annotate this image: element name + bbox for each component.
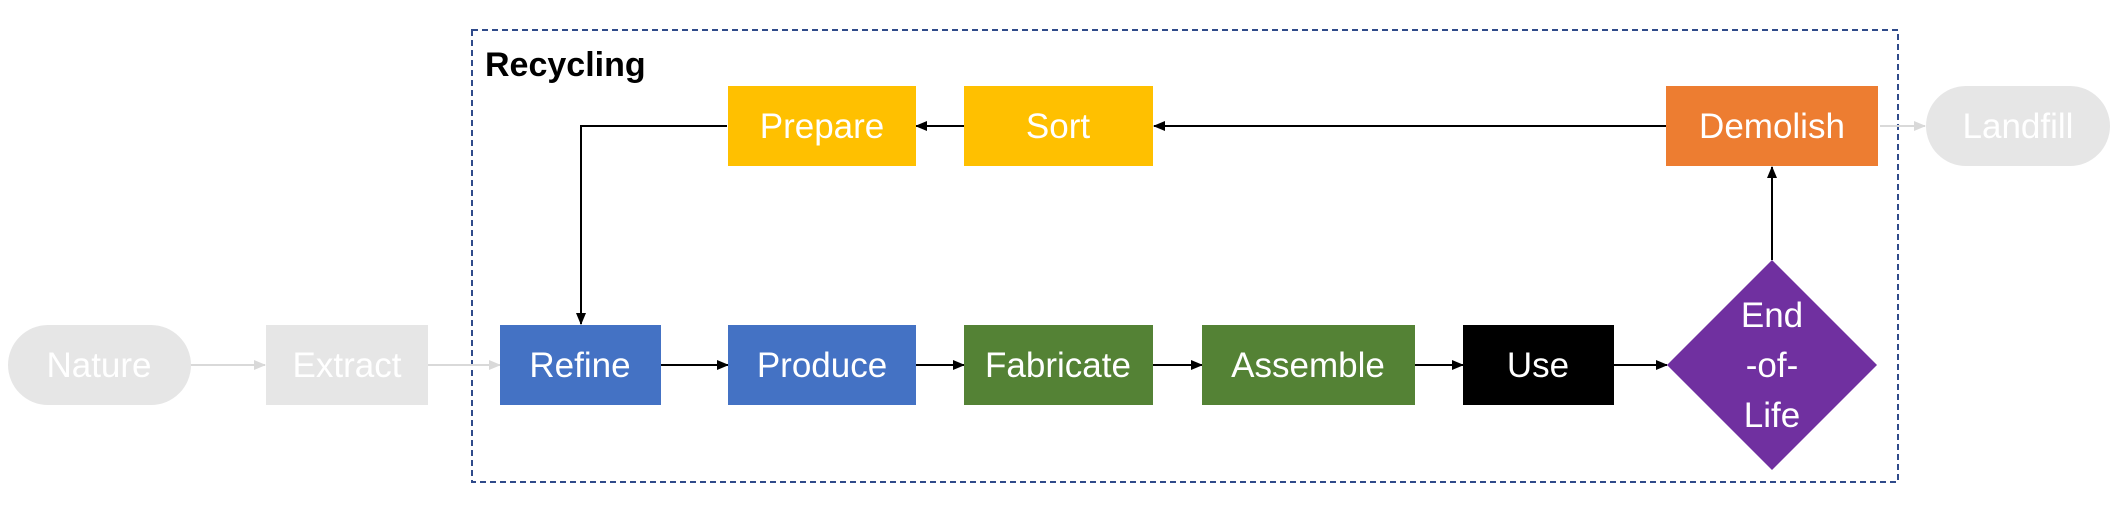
node-produce: Produce [728, 325, 916, 405]
node-extract-label: Extract [293, 346, 402, 385]
node-sort-label: Sort [1026, 107, 1090, 146]
node-refine-label: Refine [529, 346, 630, 385]
node-refine: Refine [500, 325, 661, 405]
node-extract-shape [266, 325, 428, 405]
node-nature: Nature [8, 325, 191, 405]
node-prepare-shape [728, 86, 916, 166]
node-end-of-life-shape [1667, 260, 1877, 470]
node-fabricate-label: Fabricate [985, 346, 1131, 385]
recycling-boundary [471, 29, 1899, 483]
node-demolish-shape [1666, 86, 1878, 166]
node-landfill-label: Landfill [1963, 107, 2074, 146]
node-refine-shape [500, 325, 661, 405]
node-fabricate-shape [964, 325, 1153, 405]
node-end-of-life-label-line2: -of- [1746, 346, 1799, 385]
node-sort: Sort [964, 86, 1153, 166]
node-nature-label: Nature [46, 346, 151, 385]
node-sort-shape [964, 86, 1153, 166]
node-prepare: Prepare [728, 86, 916, 166]
arrow-prepare-to-refine [576, 125, 727, 325]
node-demolish-label: Demolish [1699, 107, 1845, 146]
node-end-of-life-label-line3: Life [1744, 396, 1800, 435]
node-landfill: Landfill [1926, 86, 2110, 166]
node-fabricate: Fabricate [964, 325, 1153, 405]
node-assemble: Assemble [1202, 325, 1415, 405]
node-end-of-life-label-line1: End [1741, 296, 1803, 335]
recycling-title: Recycling [485, 46, 646, 84]
node-demolish: Demolish [1666, 86, 1878, 166]
node-use-shape [1463, 325, 1614, 405]
node-use-label: Use [1507, 346, 1569, 385]
node-produce-shape [728, 325, 916, 405]
node-end-of-life: End -of- Life [1667, 260, 1877, 470]
node-produce-label: Produce [757, 346, 887, 385]
node-nature-shape [8, 325, 191, 405]
node-prepare-label: Prepare [760, 107, 885, 146]
node-use: Use [1463, 325, 1614, 405]
node-landfill-shape [1926, 86, 2110, 166]
node-extract: Extract [266, 325, 428, 405]
node-assemble-label: Assemble [1231, 346, 1385, 385]
node-assemble-shape [1202, 325, 1415, 405]
